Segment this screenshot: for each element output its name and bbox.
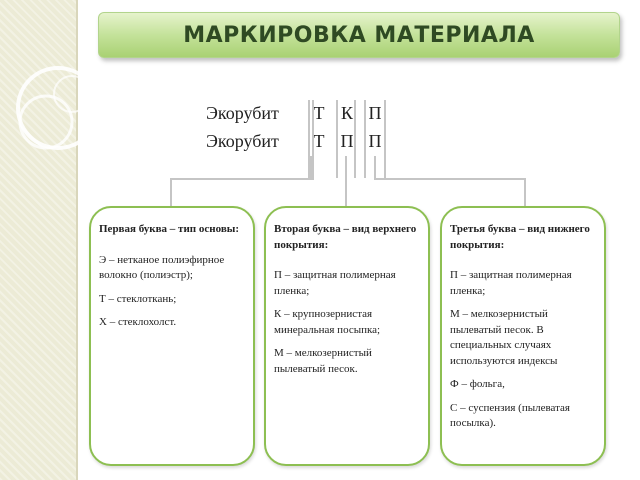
card-item: Э – нетканое полиэфирное волокно (полиэс… — [99, 253, 225, 282]
card-first-letter: Первая буква – тип основы: Э – нетканое … — [89, 206, 255, 466]
code-word: Экорубит — [206, 131, 279, 151]
card-third-letter: Третья буква – вид нижнего покрытия: П –… — [440, 206, 606, 466]
code-letter-3: П — [368, 131, 382, 151]
code-letter-3: П — [368, 103, 382, 123]
code-letter-2: П — [340, 131, 354, 151]
card-heading: Вторая буква – вид верхнего покрытия: — [274, 223, 417, 251]
code-letter-2: К — [340, 103, 353, 123]
decorative-circles — [16, 66, 100, 150]
bracket-middle-column — [336, 100, 356, 178]
card-item: П – защитная полимерная пленка; — [450, 269, 572, 297]
connector-line — [374, 178, 526, 180]
bracket-right-column — [364, 100, 386, 178]
connector-line — [524, 178, 526, 206]
card-item: К – крупнозернистая минеральная посыпка; — [274, 308, 381, 336]
card-item: М – мелкозернистый пылеватый песок. В сп… — [450, 308, 558, 367]
card-item: Ф – фольга, — [450, 378, 505, 390]
page-title: МАРКИРОВКА МАТЕРИАЛА — [183, 22, 535, 48]
code-letter-1: Т — [313, 103, 325, 123]
connector-line — [170, 178, 172, 206]
card-item: Т – стеклоткань; — [99, 292, 177, 305]
card-item: С – суспензия (пылеватая посылка). — [450, 401, 570, 430]
card-item: Х – стеклохолст. — [99, 316, 177, 328]
connector-line — [374, 156, 376, 180]
decorative-side-strip — [0, 0, 76, 480]
code-letter-1: Т — [313, 131, 325, 151]
connector-line — [170, 178, 312, 180]
card-item: П – защитная полимерная пленка; — [274, 269, 396, 297]
side-divider-line — [76, 0, 78, 480]
connector-line — [310, 156, 312, 180]
code-word: Экорубит — [206, 103, 279, 123]
connector-line — [345, 156, 347, 206]
title-banner: МАРКИРОВКА МАТЕРИАЛА — [98, 12, 620, 58]
card-heading: Третья буква – вид нижнего покрытия: — [450, 223, 590, 251]
card-heading: Первая буква – тип основы: — [99, 223, 240, 235]
card-item: М – мелкозернистый пылеватый песок. — [274, 347, 372, 375]
card-second-letter: Вторая буква – вид верхнего покрытия: П … — [264, 206, 430, 466]
